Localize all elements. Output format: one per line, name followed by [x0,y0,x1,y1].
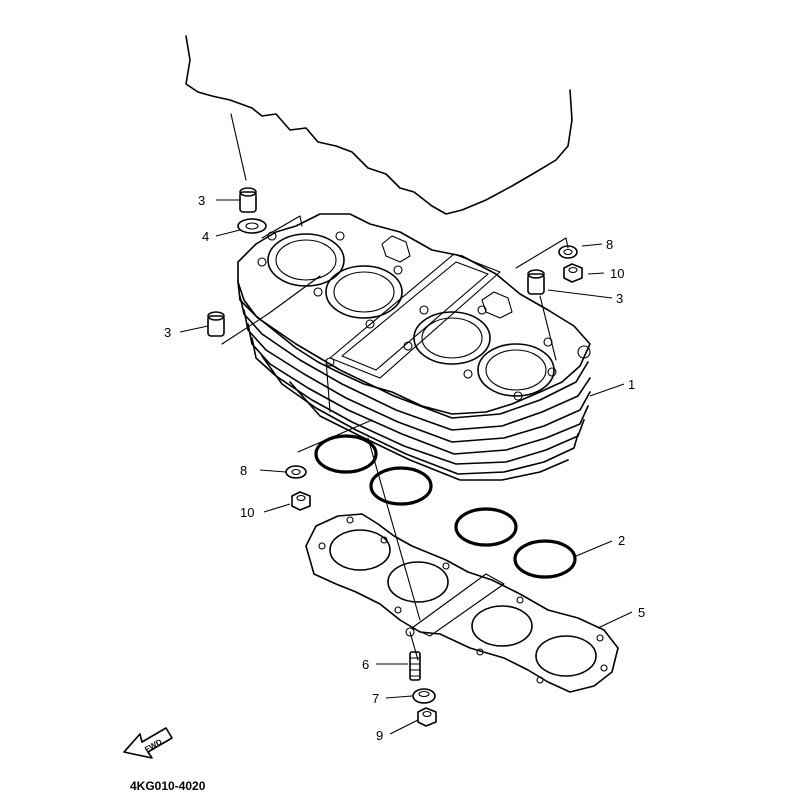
fwd-arrow-icon: FWD [123,727,173,759]
dowel-pin-left [207,311,225,337]
callout-7: 7 [372,691,379,706]
leader-lines [179,199,633,735]
callout-10-lower: 10 [240,505,254,520]
diagram-code: 4KG010-4020 [130,779,206,793]
callout-8-lower: 8 [240,463,247,478]
dowel-pin-right [527,269,545,295]
callout-2: 2 [618,533,625,548]
o-ring-2 [369,466,433,506]
stud-bolt [409,651,421,681]
bore-2 [325,265,403,319]
nut-bottom [417,707,437,727]
washer-upper [558,245,578,259]
washer-lower [285,465,307,479]
crankcase-outline [185,35,573,215]
base-gasket [305,513,619,693]
o-ring-3 [454,507,518,547]
callout-6: 6 [362,657,369,672]
cylinder-block [237,213,591,481]
washer-bottom [412,688,436,704]
assembly-guide-lines [221,113,569,661]
callout-10-upper: 10 [610,266,624,281]
callout-3-right: 3 [616,291,623,306]
callout-3-upper: 3 [198,193,205,208]
nut-upper [563,263,583,283]
callout-8-upper: 8 [606,237,613,252]
stud-holes [257,231,557,401]
callout-5: 5 [638,605,645,620]
o-ring-washer [237,218,267,234]
cooling-fins [237,281,591,481]
o-ring-1 [314,434,378,474]
callout-9: 9 [376,728,383,743]
callout-3-left: 3 [164,325,171,340]
dowel-pin-upper [239,187,257,213]
o-rings [314,434,577,579]
nut-lower [291,491,311,511]
bore-4 [477,343,555,397]
o-ring-4 [513,539,577,579]
callout-1: 1 [628,377,635,392]
callout-4: 4 [202,229,209,244]
